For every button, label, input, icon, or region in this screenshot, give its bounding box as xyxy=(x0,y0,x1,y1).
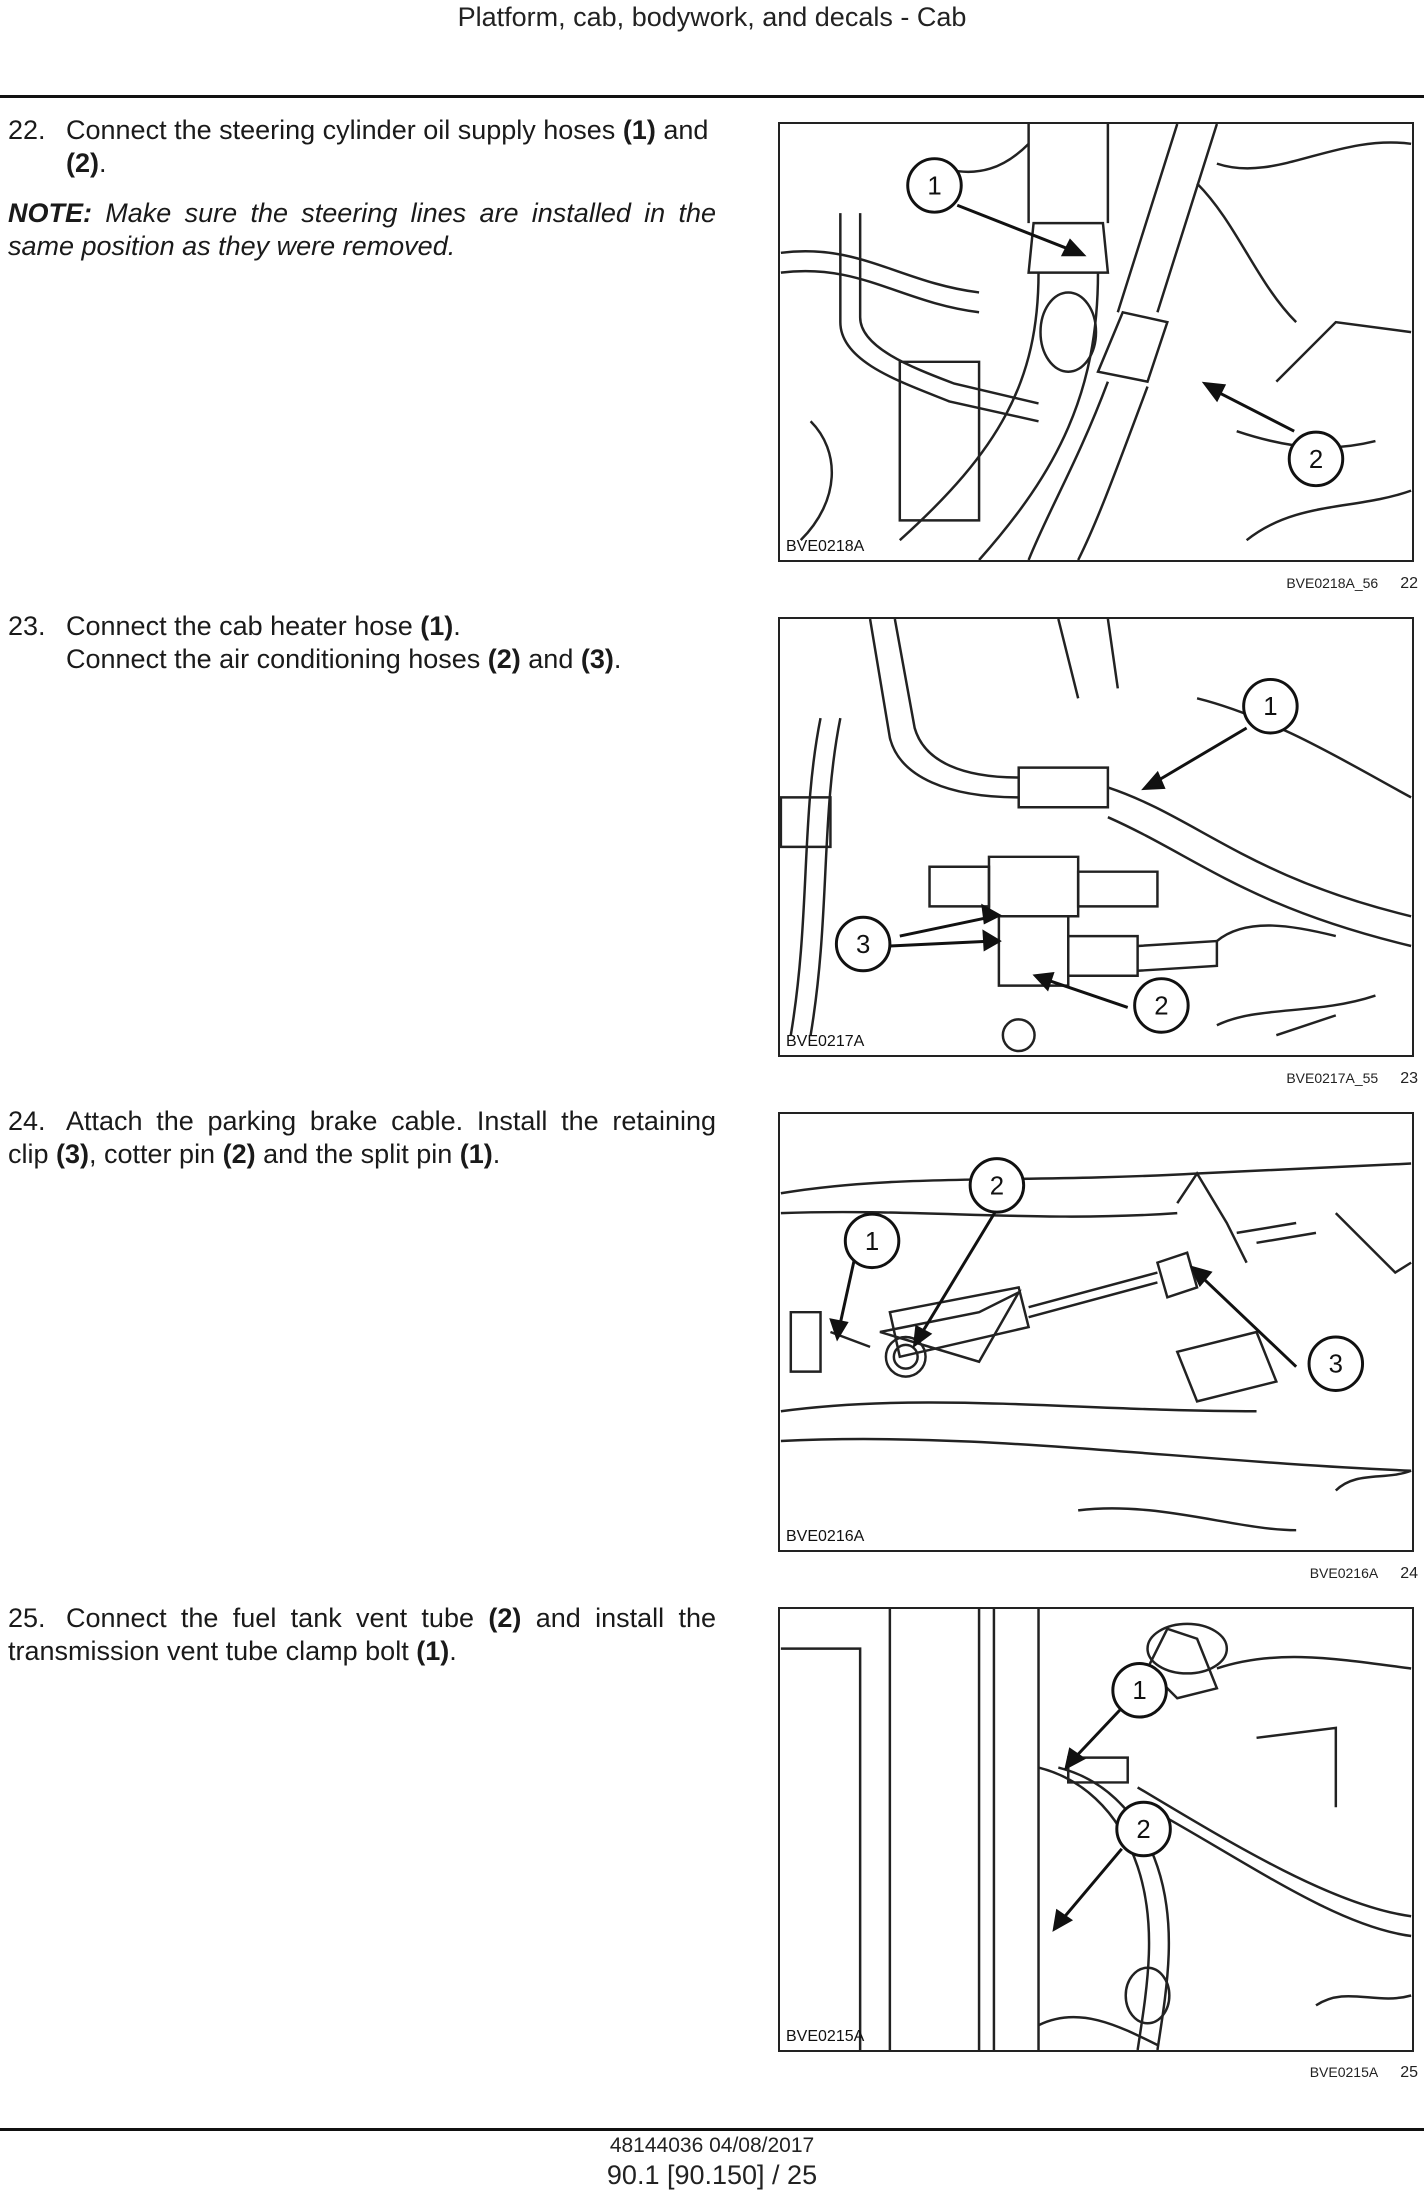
step-number: 22. xyxy=(8,115,46,145)
page-header: Platform, cab, bodywork, and decals - Ca… xyxy=(457,2,967,32)
callout-1: 1 xyxy=(927,172,941,200)
callout-1: 1 xyxy=(865,1228,879,1256)
figure-number: 24 xyxy=(1400,1565,1418,1582)
step-23: 23.Connect the cab heater hose (1). Conn… xyxy=(8,611,622,674)
vent-tubes-illustration: 1 2 xyxy=(780,1609,1412,2050)
figure-steering-hoses: 1 2 BVE0218A xyxy=(778,122,1414,562)
image-id: BVE0218A xyxy=(786,538,865,555)
note-text: Make sure the steering lines are install… xyxy=(8,198,716,261)
ref-2: (2) xyxy=(222,1139,256,1169)
ref-2: (2) xyxy=(66,148,99,178)
callout-1: 1 xyxy=(1263,693,1277,721)
callout-3: 3 xyxy=(1329,1351,1343,1379)
callout-2: 2 xyxy=(990,1172,1004,1200)
figure-heater-ac-hoses: 1 3 2 BVE0217A xyxy=(778,617,1414,1057)
steering-hoses-illustration: 1 2 xyxy=(780,124,1412,560)
ref-1: (1) xyxy=(622,115,656,145)
step-25: 25.Connect the fuel tank vent tube (2) a… xyxy=(8,1603,716,1666)
ref-1: (1) xyxy=(459,1139,493,1169)
footer-page-ref: 90.1 [90.150] / 25 xyxy=(606,2160,818,2190)
callout-2: 2 xyxy=(1136,1816,1150,1844)
ref-2: (2) xyxy=(487,644,521,674)
image-id: BVE0215A xyxy=(786,2028,865,2045)
ref-3: (3) xyxy=(56,1139,90,1169)
callout-3: 3 xyxy=(856,931,870,959)
image-id: BVE0216A xyxy=(786,1528,865,1545)
callout-2: 2 xyxy=(1154,992,1168,1020)
step-number: 23. xyxy=(8,611,46,641)
heater-ac-illustration: 1 3 2 xyxy=(780,619,1412,1053)
step-24: 24.Attach the parking brake cable. Insta… xyxy=(8,1106,716,1169)
note: NOTE: Make sure the steering lines are i… xyxy=(8,197,716,263)
ref-1: (1) xyxy=(416,1636,450,1666)
footer-divider xyxy=(0,2128,1424,2131)
footer-doc-ref: 48144036 04/08/2017 xyxy=(609,2134,815,2157)
parking-brake-illustration: 2 1 3 xyxy=(780,1157,1412,1532)
note-label: NOTE: xyxy=(8,198,92,228)
ref-3: (3) xyxy=(580,644,614,674)
step-22: 22.Connect the steering cylinder oil sup… xyxy=(8,115,716,263)
figure-vent-tubes: 1 2 BVE0215A xyxy=(778,1607,1414,2052)
step-number: 24. xyxy=(8,1106,46,1136)
callout-2: 2 xyxy=(1309,446,1323,474)
figure-parking-brake: 2 1 3 BVE0216A xyxy=(778,1112,1414,1552)
header-divider xyxy=(0,95,1424,98)
step-number: 25. xyxy=(8,1603,46,1633)
ref-2: (2) xyxy=(488,1603,522,1633)
figure-number: 22 xyxy=(1400,575,1418,592)
figure-number: 25 xyxy=(1400,2064,1418,2081)
callout-1: 1 xyxy=(1132,1677,1146,1705)
image-id: BVE0217A xyxy=(786,1033,865,1050)
figure-number: 23 xyxy=(1400,1070,1418,1087)
ref-1: (1) xyxy=(420,611,454,641)
